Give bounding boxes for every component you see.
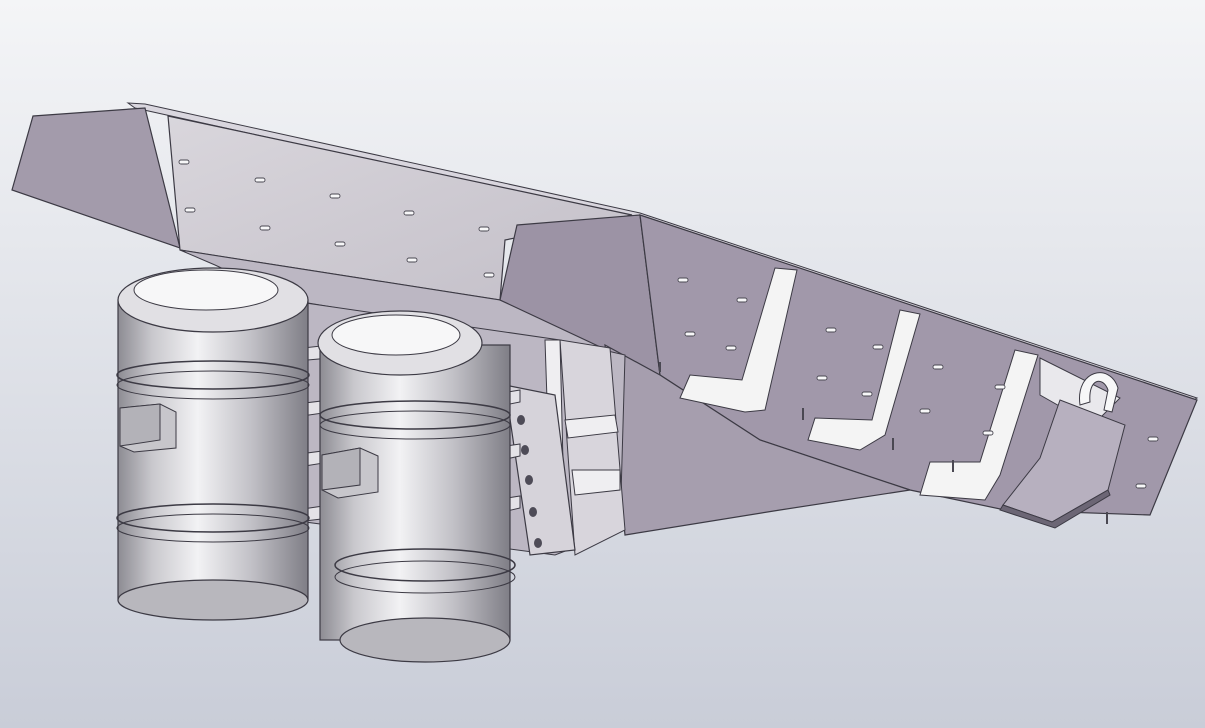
bolt-row-left-plate (178, 159, 495, 278)
mounting-flange (504, 384, 576, 556)
vibration-motor-left (116, 267, 310, 621)
hanger-box-bottom (999, 489, 1111, 529)
vibration-motor-right (317, 310, 516, 663)
junction-box-right (321, 447, 379, 499)
trough-left-side-plate (167, 115, 633, 301)
bottom-studs (659, 362, 1108, 524)
bolt-row-right-plate (677, 277, 1159, 489)
stiffener-bracket-3 (919, 349, 1039, 501)
stiffener-bracket-2 (807, 309, 921, 451)
junction-box-left (119, 403, 177, 453)
lifting-lug (1079, 372, 1119, 413)
trough-lower-body (604, 343, 911, 536)
flange-holes (517, 415, 542, 548)
motor-mount-rib-face (559, 339, 626, 556)
stiffener-bracket-1 (679, 267, 798, 413)
